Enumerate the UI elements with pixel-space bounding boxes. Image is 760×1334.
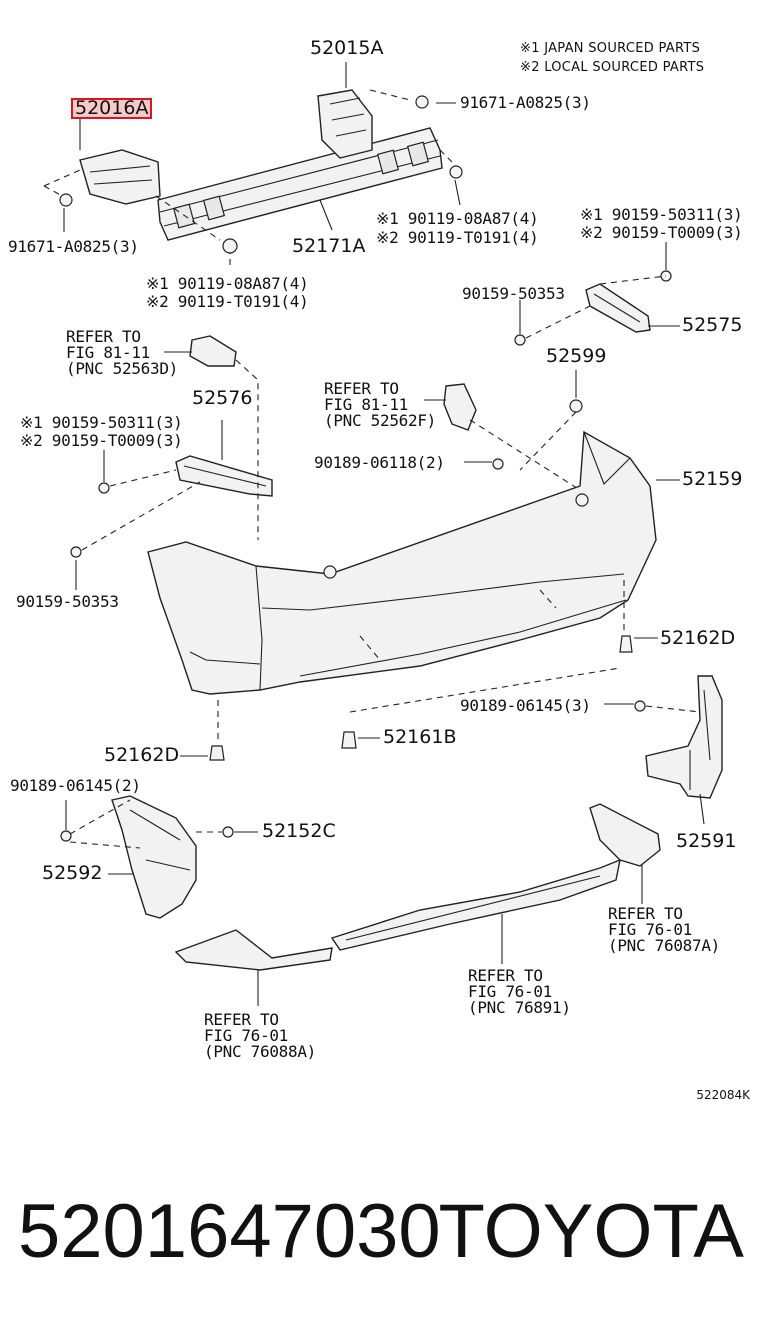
refer-52563d[interactable]: REFER TO FIG 81-11 (PNC 52563D) <box>66 327 178 378</box>
legend-japan-sourced: ※1 JAPAN SOURCED PARTS <box>520 41 701 56</box>
label-52015a[interactable]: 52015A <box>310 37 384 59</box>
label-52152c[interactable]: 52152C <box>262 820 336 842</box>
label-52599[interactable]: 52599 <box>546 345 607 367</box>
label-52162d-right[interactable]: 52162D <box>660 627 736 649</box>
label-52576[interactable]: 52576 <box>192 387 253 409</box>
label-90189-06145-3[interactable]: 90189-06145(3) <box>460 696 591 715</box>
brand-name: TOYOTA <box>438 1189 744 1274</box>
parts-diagram <box>43 62 723 1006</box>
label-90159-50311-right[interactable]: ※1 90159-50311(3) <box>580 205 743 224</box>
retainer-52576 <box>175 455 273 497</box>
diagram-code: 522084K <box>696 1088 750 1102</box>
label-52591[interactable]: 52591 <box>676 830 737 852</box>
label-90119-t0191-center[interactable]: ※2 90119-T0191(4) <box>146 292 309 311</box>
label-90159-t0009-right[interactable]: ※2 90159-T0009(3) <box>580 223 743 242</box>
lower-cover-76087a <box>589 803 661 867</box>
label-52161b[interactable]: 52161B <box>383 726 457 748</box>
label-52171a[interactable]: 52171A <box>292 235 366 257</box>
label-90189-06118[interactable]: 90189-06118(2) <box>314 453 445 472</box>
label-90119-08a87-right[interactable]: ※1 90119-08A87(4) <box>376 209 539 228</box>
label-90189-06145-2[interactable]: 90189-06145(2) <box>10 776 141 795</box>
label-52575[interactable]: 52575 <box>682 314 743 336</box>
label-90119-t0191-right[interactable]: ※2 90119-T0191(4) <box>376 228 539 247</box>
lower-cover-76088a <box>174 929 333 971</box>
label-52592[interactable]: 52592 <box>42 862 103 884</box>
label-90159-50311-left[interactable]: ※1 90159-50311(3) <box>20 413 183 432</box>
refer-76087a[interactable]: REFER TO FIG 76-01 (PNC 76087A) <box>608 904 720 955</box>
reinforcement-beam-52171a <box>157 127 443 241</box>
legend-local-sourced: ※2 LOCAL SOURCED PARTS <box>520 60 705 75</box>
label-90159-50353-left[interactable]: 90159-50353 <box>16 592 119 611</box>
bracket-52562f <box>443 383 477 431</box>
label-90119-08a87-center[interactable]: ※1 90119-08A87(4) <box>146 274 309 293</box>
label-52159[interactable]: 52159 <box>682 468 743 490</box>
bracket-52015a <box>317 89 373 159</box>
refer-76088a[interactable]: REFER TO FIG 76-01 (PNC 76088A) <box>204 1010 316 1061</box>
bracket-52592 <box>111 795 197 919</box>
label-52162d-left[interactable]: 52162D <box>104 744 180 766</box>
retainer-52575 <box>585 283 651 333</box>
bracket-52591 <box>645 675 723 799</box>
lower-cover-76891 <box>330 858 621 951</box>
refer-76891[interactable]: REFER TO FIG 76-01 (PNC 76891) <box>468 966 571 1017</box>
bracket-52563d <box>189 335 237 367</box>
bumper-cover-52159 <box>147 430 657 695</box>
label-91671-a0825-left[interactable]: 91671-A0825(3) <box>8 237 139 256</box>
label-91671-a0825-top[interactable]: 91671-A0825(3) <box>460 93 591 112</box>
label-52016a-highlighted[interactable]: 52016A <box>71 98 153 119</box>
bracket-52016a <box>79 149 161 205</box>
label-90159-50353-right[interactable]: 90159-50353 <box>462 284 565 303</box>
refer-52562f[interactable]: REFER TO FIG 81-11 (PNC 52562F) <box>324 379 436 430</box>
label-90159-t0009-left[interactable]: ※2 90159-T0009(3) <box>20 431 183 450</box>
part-number: 5201647030 <box>18 1189 441 1274</box>
